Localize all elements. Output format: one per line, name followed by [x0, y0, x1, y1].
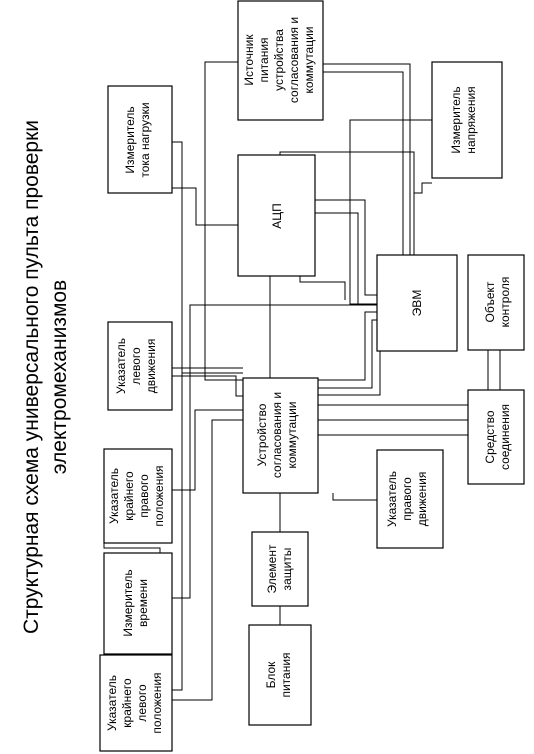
block-left-motion: Указатель левого движения [107, 321, 173, 411]
current-meter-line-2: тока нагрузки [138, 102, 152, 177]
block-left-extreme: Указатель крайнего левого положения [99, 654, 173, 752]
adc-label: АЦП [270, 203, 284, 229]
right-extreme-line-4: положения [152, 465, 166, 526]
voltage-meter-line-1: Измеритель [449, 86, 463, 153]
power-source-line-4: согласования и [287, 17, 301, 103]
left-motion-line-2: левого [129, 347, 143, 385]
computer-label: ЭВМ [410, 290, 424, 317]
protection-line-2: защиты [280, 548, 294, 591]
left-motion-line-3: движения [144, 339, 158, 394]
block-computer: ЭВМ [376, 254, 458, 352]
power-unit-line-1: Блок [264, 661, 278, 689]
block-right-extreme: Указатель крайнего правого положения [103, 448, 173, 544]
power-source-line-2: питания [257, 37, 271, 82]
control-object-line-1: Объект [483, 281, 497, 322]
block-power-source: Источник питания устройства согласования… [237, 0, 324, 121]
block-voltage-meter: Измеритель напряжения [431, 61, 503, 179]
right-motion-line-3: движения [415, 472, 429, 527]
block-protection: Элемент защиты [251, 531, 309, 607]
connector-line-1: Средство [483, 410, 497, 463]
interface-unit-line-2: согласования и [270, 392, 284, 478]
interface-unit-line-3: коммутации [285, 401, 299, 468]
voltage-meter-line-2: напряжения [464, 86, 478, 153]
left-extreme-line-3: левого [135, 684, 149, 722]
right-extreme-line-3: правого [137, 474, 151, 518]
left-extreme-line-2: крайнего [120, 678, 134, 728]
power-source-line-5: коммутации [302, 26, 316, 93]
connector-line-2: соединения [498, 404, 512, 470]
block-interface-unit: Устройство согласования и коммутации [242, 377, 319, 494]
time-meter-line-1: Измеритель [121, 569, 135, 636]
protection-line-1: Элемент [265, 544, 279, 593]
left-extreme-line-1: Указатель [105, 675, 119, 731]
title-line-2: электромеханизмов [48, 280, 71, 474]
left-motion-line-1: Указатель [114, 338, 128, 394]
block-right-motion: Указатель правого движения [376, 449, 444, 549]
power-unit-line-2: питания [279, 652, 293, 697]
block-adc: АЦП [237, 154, 316, 277]
right-extreme-line-2: крайнего [122, 471, 136, 521]
right-motion-line-1: Указатель [385, 471, 399, 527]
power-source-line-1: Источник [242, 34, 256, 86]
left-extreme-line-4: положения [150, 672, 164, 733]
control-object-line-2: контроля [498, 277, 512, 328]
power-source-line-3: устройства [272, 29, 286, 91]
right-extreme-line-1: Указатель [107, 468, 121, 524]
block-control-object: Объект контроля [467, 254, 525, 351]
block-power-unit: Блок питания [248, 624, 312, 726]
block-connector: Средство соединения [467, 389, 525, 485]
time-meter-line-2: времени [136, 579, 150, 627]
right-motion-line-2: правого [400, 477, 414, 521]
current-meter-line-1: Измеритель [123, 106, 137, 173]
interface-unit-line-1: Устройство [255, 403, 269, 466]
diagram-title: Структурная схема универсального пульта … [20, 120, 71, 634]
block-time-meter: Измеритель времени [103, 552, 173, 655]
title-line-1: Структурная схема универсального пульта … [20, 120, 43, 634]
block-current-meter: Измеритель тока нагрузки [107, 85, 173, 194]
